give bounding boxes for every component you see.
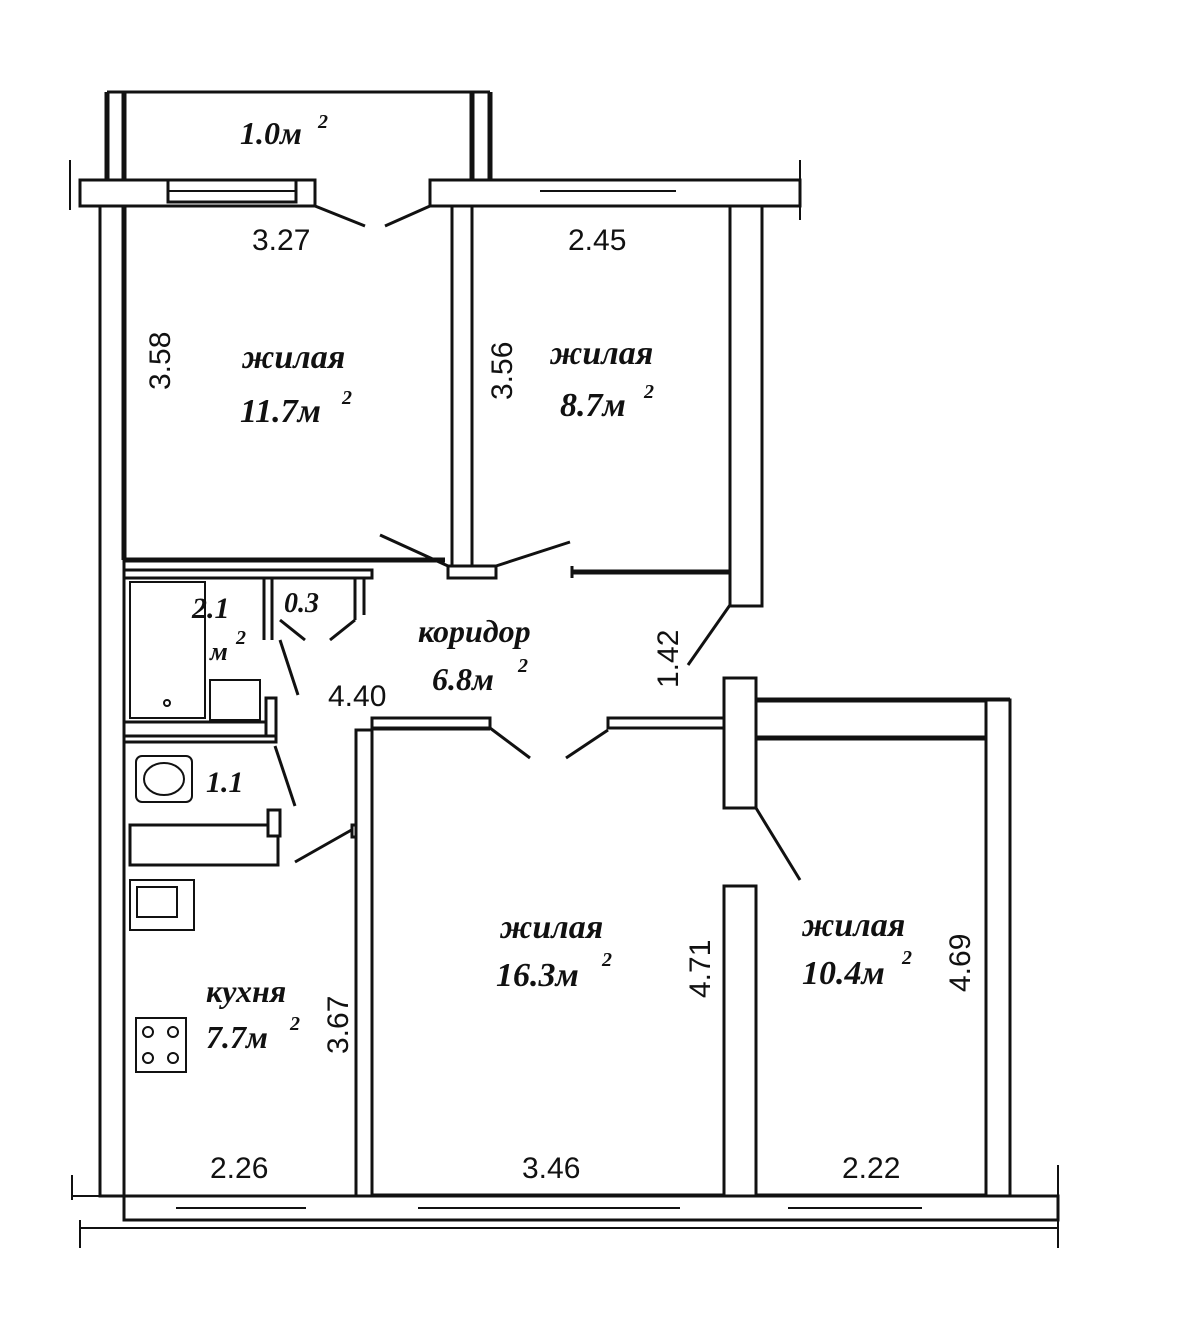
sup-corridor: 2	[517, 655, 528, 677]
room-living-2-walls	[570, 204, 764, 608]
label-living-3-area: 16.3м	[496, 957, 579, 994]
label-toilet-area: 1.1	[206, 766, 244, 799]
label-living-1-name: жилая	[241, 339, 345, 376]
room-living-1	[121, 206, 445, 563]
label-living-1-area: 11.7м	[240, 393, 321, 430]
exterior-wall-bottom	[79, 1165, 1060, 1248]
partition-room1-room2	[446, 204, 498, 580]
bathroom-cluster	[122, 568, 374, 740]
label-corridor-name: коридор	[418, 613, 531, 649]
label-corridor-area: 6.8м	[432, 661, 494, 697]
label-living-3-name: жилая	[499, 909, 603, 946]
balcony	[104, 90, 493, 180]
label-closet-area: 0.3	[284, 588, 319, 619]
balcony-door-swings	[314, 204, 431, 228]
corridor-door-swings-top	[379, 533, 732, 666]
sup-kitchen: 2	[289, 1013, 300, 1035]
label-living-2-name: жилая	[549, 335, 653, 372]
sup-bathroom: 2	[235, 627, 246, 649]
label-bathroom-unit: м	[209, 637, 228, 666]
dim-living-4-depth: 4.69	[944, 934, 977, 992]
exterior-wall-left	[71, 204, 126, 1200]
label-bathroom-area: 2.1	[191, 592, 230, 625]
dim-kitchen-depth: 3.67	[322, 996, 355, 1054]
sup-living-2: 2	[643, 381, 654, 403]
dim-living-3-width: 3.46	[522, 1152, 580, 1185]
sup-living-4: 2	[901, 947, 912, 969]
label-living-2-area: 8.7м	[560, 387, 626, 424]
exterior-wall-top-right	[428, 160, 802, 220]
dim-living-4-width: 2.22	[842, 1152, 900, 1185]
label-kitchen-area: 7.7м	[206, 1019, 268, 1055]
dim-living-3-depth: 4.71	[684, 940, 717, 998]
sup-living-1: 2	[341, 387, 352, 409]
label-kitchen-name: кухня	[206, 973, 286, 1009]
dim-living-1-depth: 3.58	[144, 332, 177, 390]
label-balcony-area: 1.0м	[240, 115, 302, 151]
dim-corridor-width: 1.42	[652, 630, 685, 688]
dim-living-2-depth: 3.56	[486, 342, 519, 400]
partition-room3-room4	[722, 676, 802, 1198]
dim-corridor-length: 4.40	[328, 680, 386, 713]
room-kitchen	[129, 728, 374, 1198]
sup-balcony: 2	[317, 111, 328, 133]
dim-living-1-width: 3.27	[252, 224, 310, 257]
sup-living-3: 2	[601, 949, 612, 971]
dim-living-2-width: 2.45	[568, 224, 626, 257]
toilet	[122, 734, 297, 867]
label-living-4-name: жилая	[801, 907, 905, 944]
label-living-4-area: 10.4м	[802, 955, 885, 992]
dim-kitchen-width: 2.26	[210, 1152, 268, 1185]
exterior-wall-top-left	[69, 160, 317, 210]
